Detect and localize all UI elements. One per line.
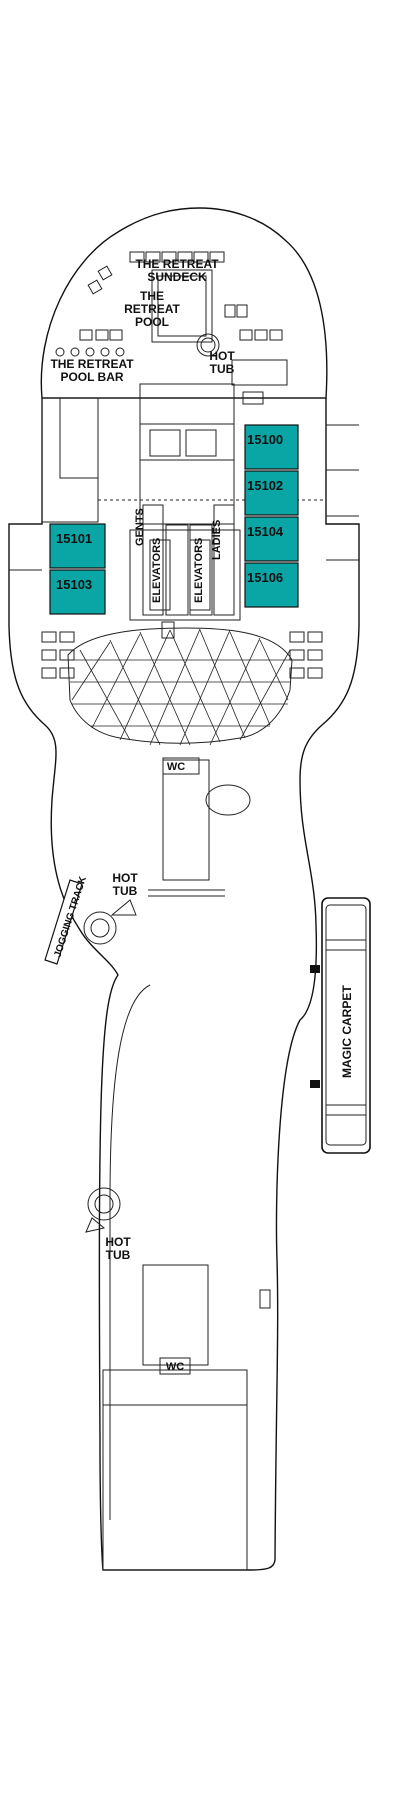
label-ladies: LADIES bbox=[211, 520, 223, 560]
label-pool-line2: RETREAT bbox=[124, 302, 180, 316]
label-hot-tub-top-line2: TUB bbox=[210, 362, 235, 376]
magic-carpet-mount-top bbox=[310, 965, 320, 973]
label-pool-line1: THE bbox=[140, 289, 164, 303]
hull-outline-upper bbox=[40, 207, 328, 399]
hot-tub-top-inner bbox=[200, 337, 216, 353]
label-cabin-15104[interactable]: 15104 bbox=[247, 524, 284, 539]
cabin-15104[interactable] bbox=[244, 516, 299, 562]
dome-seating bbox=[41, 631, 323, 679]
hot-tub-mid-wedge bbox=[110, 899, 137, 916]
label-magic-carpet: MAGIC CARPET bbox=[340, 985, 354, 1078]
magic-carpet-mount-bottom bbox=[310, 1080, 320, 1088]
hot-tub-mid-inner bbox=[90, 918, 110, 938]
label-cabin-15103[interactable]: 15103 bbox=[56, 577, 92, 592]
label-gents: GENTS bbox=[134, 508, 146, 546]
lattice-grid bbox=[70, 628, 291, 746]
hot-tub-low-wedge bbox=[85, 1217, 106, 1233]
cabin-15103[interactable] bbox=[49, 569, 106, 615]
label-cabin-15102[interactable]: 15102 bbox=[247, 478, 283, 493]
jogging-track-banner bbox=[44, 879, 83, 965]
label-wc-upper: WC bbox=[167, 761, 185, 773]
oval-feature bbox=[205, 784, 251, 816]
label-cabin-15101[interactable]: 15101 bbox=[56, 531, 92, 546]
cabin-15106[interactable] bbox=[244, 562, 299, 608]
elevator-shafts bbox=[142, 504, 235, 616]
hot-tub-low-inner bbox=[94, 1194, 114, 1214]
lattice-dome bbox=[67, 627, 293, 744]
label-hot-tub-low-line1: HOT bbox=[105, 1235, 131, 1249]
label-cabin-15106[interactable]: 15106 bbox=[247, 570, 283, 585]
label-hot-tub-top-line1: HOT bbox=[209, 349, 235, 363]
cabin-balconies bbox=[9, 424, 359, 571]
stair-marker bbox=[259, 1289, 271, 1309]
label-wc-lower: WC bbox=[166, 1361, 184, 1373]
sundeck-furniture bbox=[55, 251, 288, 405]
cabin-15102[interactable] bbox=[244, 470, 299, 516]
wc-upper-lines bbox=[148, 889, 225, 897]
central-core bbox=[129, 383, 241, 639]
label-elevators-right: ELEVATORS bbox=[193, 538, 205, 603]
magic-carpet-bars bbox=[326, 939, 366, 1116]
hot-tub-mid bbox=[83, 911, 117, 945]
label-cabin-15100[interactable]: 15100 bbox=[247, 432, 283, 447]
hull-outline-right bbox=[249, 398, 360, 1571]
magic-carpet-inner bbox=[325, 904, 367, 1146]
label-sundeck-line2: SUNDECK bbox=[147, 270, 207, 284]
hull-inner-sweep bbox=[109, 984, 151, 1520]
label-pool-bar-line2: POOL BAR bbox=[60, 370, 123, 384]
label-hot-tub-mid-line2: TUB bbox=[113, 884, 138, 898]
lower-deck-area bbox=[102, 1369, 248, 1571]
wc-upper-block bbox=[162, 759, 210, 881]
magic-carpet[interactable] bbox=[321, 897, 371, 1154]
cabin-15101[interactable] bbox=[49, 523, 106, 569]
label-pool-line3: POOL bbox=[135, 315, 169, 329]
hot-tub-low bbox=[87, 1187, 121, 1221]
label-hot-tub-low-line2: TUB bbox=[106, 1248, 131, 1262]
retreat-pool-inner bbox=[157, 275, 207, 337]
wc-upper-sign-box bbox=[162, 757, 200, 775]
label-hot-tub-mid-line1: HOT bbox=[112, 871, 138, 885]
label-sundeck-line1: THE RETREAT bbox=[135, 257, 219, 271]
label-elevators-left: ELEVATORS bbox=[151, 538, 163, 603]
cabin-15100[interactable] bbox=[244, 424, 299, 470]
hull-outline-left bbox=[8, 398, 250, 1571]
left-lounge bbox=[41, 397, 326, 523]
wc-lower-sign-box bbox=[159, 1357, 191, 1375]
wc-lower-block bbox=[142, 1264, 209, 1366]
retreat-pool bbox=[151, 269, 213, 343]
hot-tub-top bbox=[196, 333, 220, 357]
label-pool-bar-line1: THE RETREAT bbox=[50, 357, 134, 371]
